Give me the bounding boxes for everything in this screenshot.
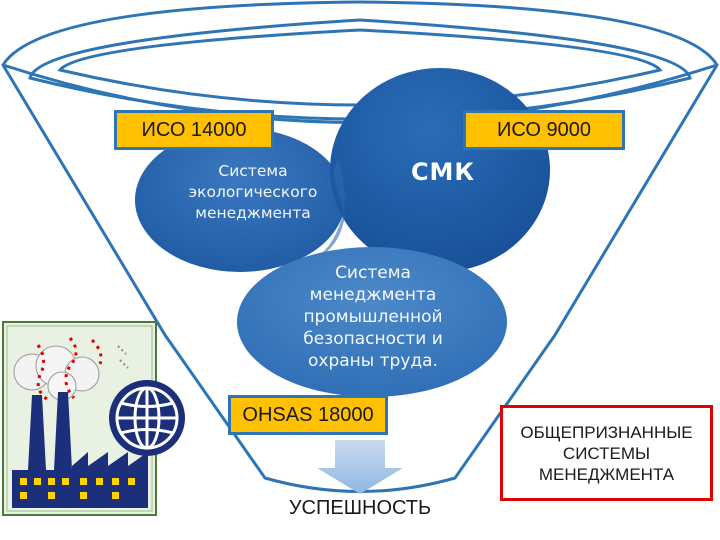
recognized-line: СИСТЕМЫ [562,443,651,463]
environmental-line: экологического [188,183,318,201]
ohs-line: менеджмента [309,285,437,305]
ohs-circle [237,247,507,397]
ohs-line: промышленной [303,307,443,327]
success-label: УСПЕШНОСТЬ [288,497,432,519]
recognized-systems-box: ОБЩЕПРИЗНАННЫЕ СИСТЕМЫ МЕНЕДЖМЕНТА [500,405,713,501]
ohs-line: Система [335,263,411,283]
arrow-down-icon [317,440,403,494]
qms-text: СМК [410,158,476,186]
globe-icon [109,380,185,456]
environmental-system-text: Система экологического менеджмента [168,161,338,224]
environmental-line: менеджмента [195,204,311,222]
factory-icon [2,321,157,516]
ohs-line: охраны труда. [308,351,438,371]
ohsas-18000-label: OHSAS 18000 [228,395,388,435]
ohs-system-text: Система менеджмента промышленной безопас… [268,262,478,372]
iso-14000-label: ИСО 14000 [114,110,274,150]
recognized-line: МЕНЕДЖМЕНТА [538,464,675,484]
recognized-line: ОБЩЕПРИЗНАННЫЕ [520,422,693,442]
ohs-line: безопасности и [303,329,443,349]
iso-9000-label: ИСО 9000 [463,110,625,150]
environmental-circle [135,128,345,272]
circle-overlap [310,162,345,262]
environmental-line: Система [218,162,288,180]
